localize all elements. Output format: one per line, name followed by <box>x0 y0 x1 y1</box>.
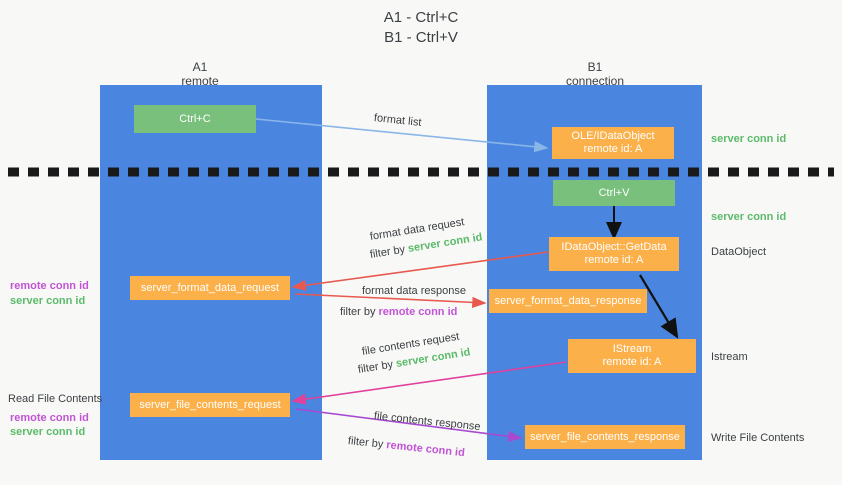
filter-id-remote-conn: remote conn id <box>378 306 458 318</box>
node-ctrl-c[interactable]: Ctrl+C <box>134 105 256 133</box>
node-getdata-line2: remote id: A <box>584 254 644 266</box>
lane-header-a1: A1 remote <box>140 60 260 88</box>
edge-label-file-contents-response-filter: filter by remote conn id <box>347 434 465 460</box>
node-server-format-data-response[interactable]: server_format_data_response <box>489 289 647 313</box>
lane-a1-name: A1 <box>192 60 208 74</box>
filter-id-remote-conn: remote conn id <box>385 439 466 460</box>
node-istream-line2: remote id: A <box>602 356 662 368</box>
annotation-left-low-remote-conn-id: remote conn id <box>10 412 89 424</box>
edge-label-format-data-response-filter: filter by remote conn id <box>340 305 457 319</box>
annotation-left-low-server-conn-id: server conn id <box>10 426 86 438</box>
node-server-file-contents-request-label: server_file_contents_request <box>139 398 281 411</box>
node-ole-idataobject[interactable]: OLE/IDataObject remote id: A <box>552 127 674 159</box>
annotation-left-server-conn-id: server conn id <box>10 295 86 307</box>
annotation-left-remote-conn-id: remote conn id <box>10 280 89 292</box>
lane-b1-name: B1 <box>587 60 603 74</box>
annotation-right-dataobject: DataObject <box>711 246 767 258</box>
annotation-right-istream: Istream <box>711 351 748 363</box>
annotation-read-file-contents: Read File Contents <box>8 393 103 405</box>
node-server-format-data-request-label: server_format_data_request <box>140 281 280 294</box>
edge-label-format-list: format list <box>373 112 423 129</box>
node-getdata-line1: IDataObject::GetData <box>561 241 667 253</box>
edge-label-file-contents-response: file contents response <box>373 410 482 434</box>
annotation-right-write-file-contents: Write File Contents <box>711 432 805 444</box>
node-ctrl-v[interactable]: Ctrl+V <box>553 180 675 206</box>
lane-header-b1: B1 connection <box>535 60 655 88</box>
node-server-format-data-response-label: server_format_data_response <box>494 294 642 307</box>
title-line-1: A1 - Ctrl+C <box>383 9 459 26</box>
annotation-right-server-conn-id-mid: server conn id <box>711 211 787 223</box>
node-ole-idataobject-line1: OLE/IDataObject <box>571 130 655 142</box>
node-server-file-contents-request[interactable]: server_file_contents_request <box>130 393 290 417</box>
node-ctrl-v-label: Ctrl+V <box>598 186 630 199</box>
node-server-file-contents-response-label: server_file_contents_response <box>530 430 680 443</box>
node-ole-idataobject-line2: remote id: A <box>583 143 643 155</box>
lane-b1-sub: connection <box>565 74 625 88</box>
edge-label-format-data-response: format data response <box>362 285 466 297</box>
node-server-file-contents-response[interactable]: server_file_contents_response <box>525 425 685 449</box>
filter-prefix: filter by <box>340 306 379 318</box>
annotation-right-server-conn-id-top: server conn id <box>711 133 787 145</box>
diagram-title: A1 - Ctrl+C B1 - Ctrl+V <box>0 8 842 48</box>
node-ctrl-c-label: Ctrl+C <box>179 112 211 125</box>
lane-a1-sub: remote <box>181 74 219 88</box>
title-line-2: B1 - Ctrl+V <box>384 29 458 46</box>
node-istream-line1: IStream <box>612 343 652 355</box>
node-server-format-data-request[interactable]: server_format_data_request <box>130 276 290 300</box>
filter-prefix: filter by <box>357 358 397 376</box>
node-istream[interactable]: IStream remote id: A <box>568 339 696 373</box>
filter-prefix: filter by <box>369 243 409 261</box>
node-idataobject-getdata[interactable]: IDataObject::GetData remote id: A <box>549 237 679 271</box>
filter-prefix: filter by <box>347 435 387 451</box>
